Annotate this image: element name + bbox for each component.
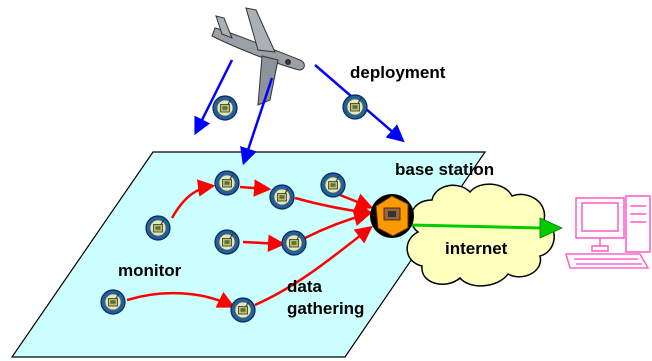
data-arrow	[339, 193, 374, 210]
deploy-arrow-left	[194, 59, 234, 136]
data-arrow	[170, 179, 216, 219]
data-gathering-label-line1: data	[287, 277, 323, 296]
sensor-node-icon	[230, 297, 256, 323]
internet-label: internet	[445, 239, 508, 258]
base-station-icon	[370, 194, 414, 238]
data-arrow	[239, 179, 272, 197]
internet-arrow-head	[539, 217, 563, 239]
sensor-node-icon	[145, 215, 171, 241]
data-arrow	[304, 209, 372, 240]
sensor-node-icon	[212, 95, 238, 121]
airplane-icon	[211, 7, 305, 106]
sensor-node-icon	[214, 170, 240, 196]
internet-arrow	[409, 223, 541, 230]
sensor-node-icon	[269, 184, 295, 210]
monitor-label: monitor	[118, 261, 182, 280]
sensor-node-icon	[100, 289, 126, 315]
base-station-label: base station	[395, 160, 494, 179]
deploy-arrow-middle	[240, 77, 274, 166]
sensor-node-icon	[320, 172, 346, 198]
sensor-node-icon	[342, 94, 368, 120]
cloud-icon	[406, 183, 555, 287]
data-arrow	[126, 291, 236, 308]
computer-icon	[564, 195, 651, 269]
deployment-label: deployment	[350, 63, 446, 82]
data-arrow	[254, 225, 373, 307]
sensor-node-icon	[281, 230, 307, 256]
sensor-node-icon	[214, 229, 240, 255]
data-gathering-label-line2: gathering	[287, 299, 364, 318]
data-arrow	[242, 234, 286, 253]
